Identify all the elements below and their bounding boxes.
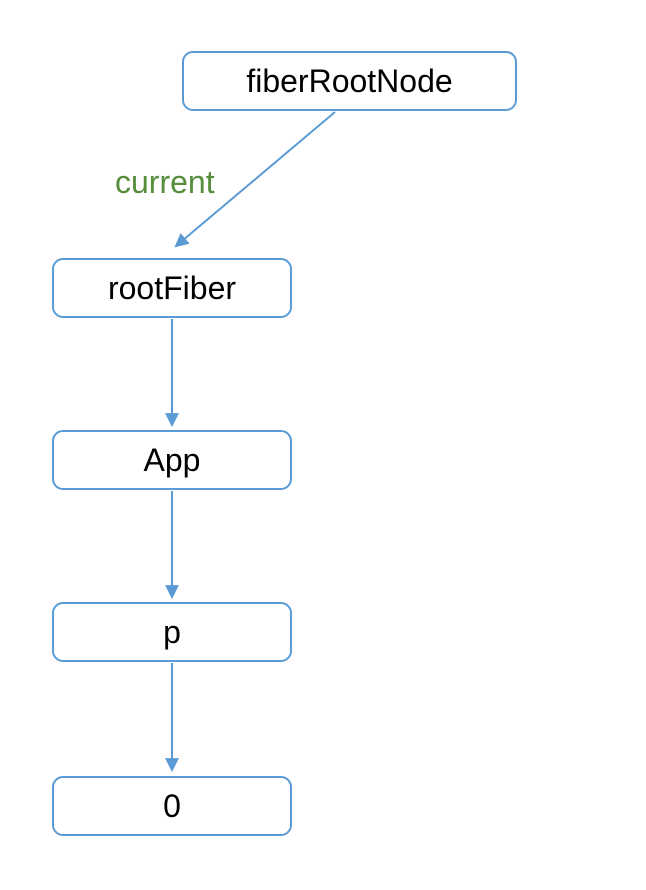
node-app: App (52, 430, 292, 490)
node-fiber-root-node: fiberRootNode (182, 51, 517, 111)
node-p: p (52, 602, 292, 662)
edge-label-current: current (115, 164, 215, 200)
node-0: 0 (52, 776, 292, 836)
node-root-fiber: rootFiber (52, 258, 292, 318)
